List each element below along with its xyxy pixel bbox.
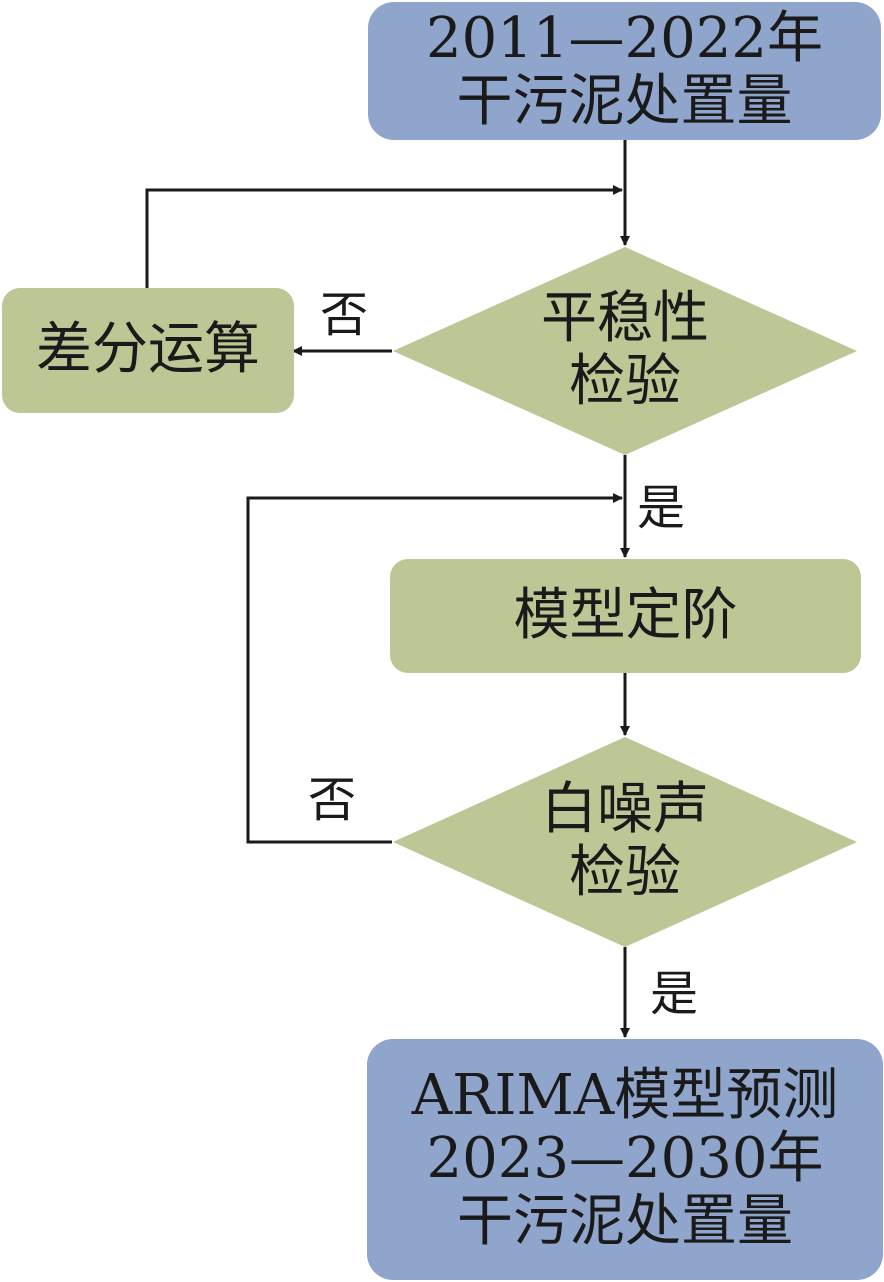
forecast-node: ARIMA模型预测 2023—2030年 干污泥处置量: [367, 1039, 883, 1280]
white-noise-test-line-1: 白噪声: [541, 777, 709, 843]
differencing-node-label: 差分运算: [36, 317, 260, 383]
input-node: 2011—2022年 干污泥处置量: [368, 2, 881, 140]
white-noise-test-line-2: 检验: [569, 840, 681, 905]
input-node-line-1: 2011—2022年: [425, 6, 824, 72]
stationarity-test-diamond: [393, 247, 857, 455]
stationarity-test-line-2: 检验: [569, 349, 681, 414]
edge-differencing-loop-back: [145, 185, 623, 288]
stationarity-test-line-1: 平稳性: [541, 286, 709, 352]
differencing-node: 差分运算: [2, 288, 294, 413]
edge-white-noise-no-loop-back: [246, 493, 623, 844]
input-node-line-2: 干污泥处置量: [456, 69, 793, 134]
model-order-node: 模型定阶: [390, 559, 861, 673]
forecast-node-line-3: 干污泥处置量: [457, 1188, 793, 1254]
forecast-node-line-1: ARIMA模型预测: [411, 1063, 839, 1129]
forecast-node-line-2: 2023—2030年: [426, 1126, 824, 1192]
model-order-node-label: 模型定阶: [513, 582, 738, 648]
stationarity-yes-label: 是: [637, 480, 686, 536]
white-noise-test-node: 白噪声 检验: [470, 772, 780, 912]
white-noise-yes-label: 是: [650, 966, 699, 1022]
stationarity-test-node: 平稳性 检验: [470, 281, 780, 421]
stationarity-no-label: 否: [320, 287, 369, 343]
white-noise-no-label: 否: [308, 772, 357, 828]
white-noise-test-diamond: [393, 737, 857, 947]
